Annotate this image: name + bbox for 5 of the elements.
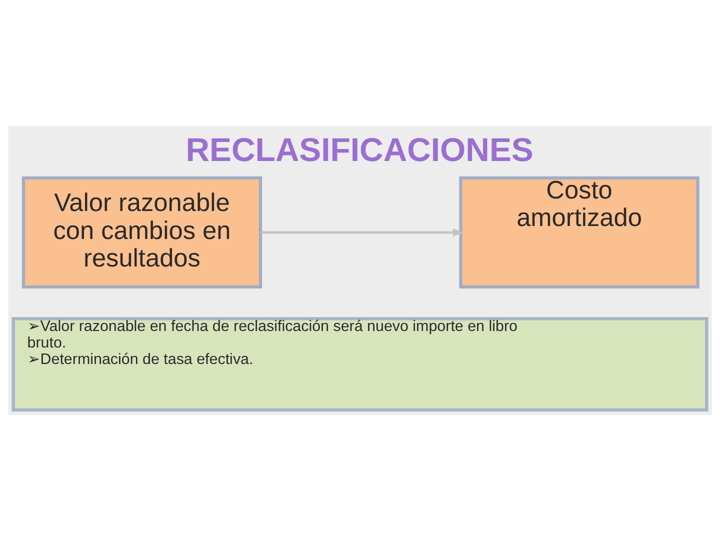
diagram-title: RECLASIFICACIONES (186, 130, 534, 168)
node-box: ➢Valor razonable en fecha de reclasificación será nuevo importe en libro bruto. ➢Determinación de tasa efectiva. (12, 316, 708, 412)
node-box: Valor razonable con cambios en resultados (22, 176, 262, 288)
node-box: Costo amortizado (459, 176, 700, 288)
arrow (260, 228, 464, 236)
